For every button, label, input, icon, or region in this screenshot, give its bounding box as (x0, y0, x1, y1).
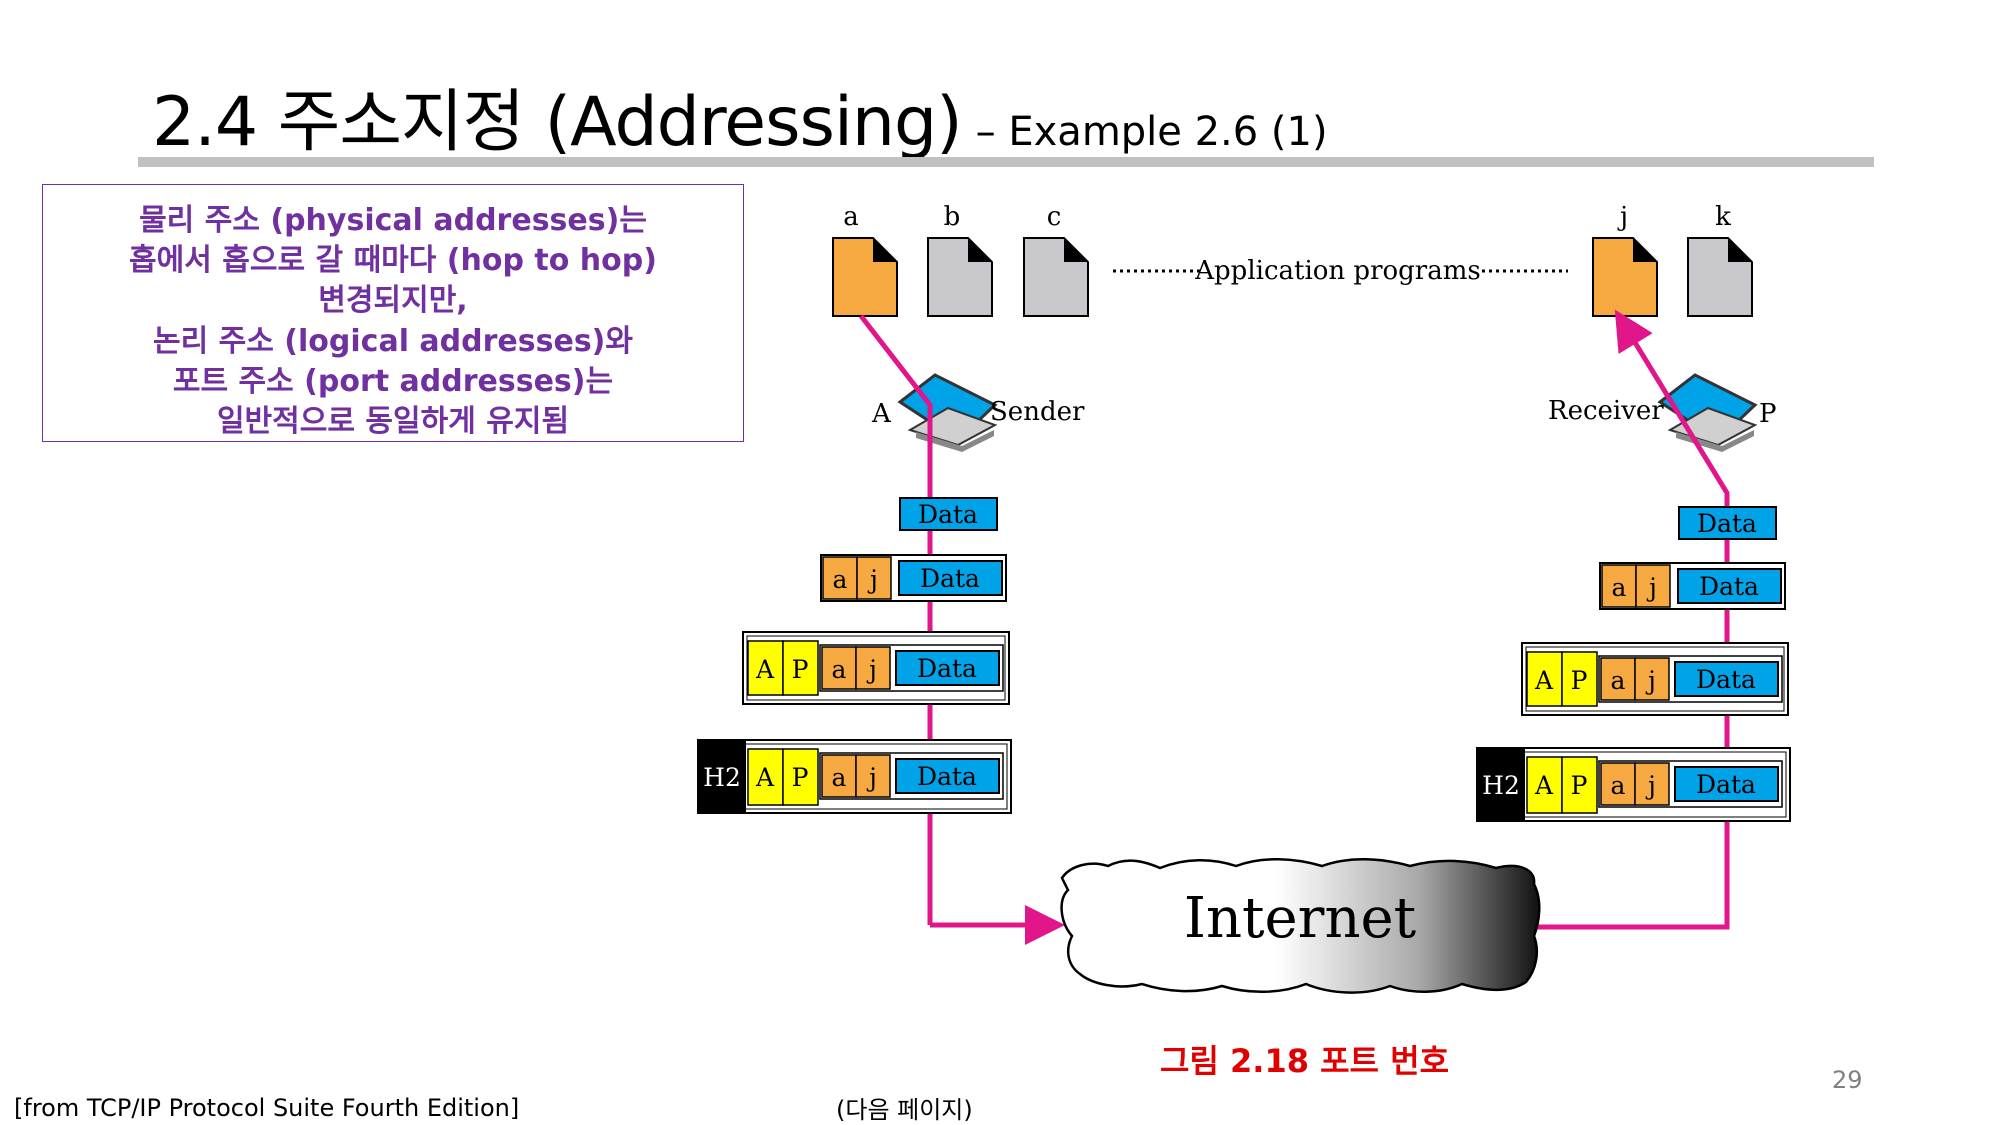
app-program-a-icon (832, 237, 898, 317)
app-program-k-icon (1687, 237, 1753, 317)
src-port-label: a (833, 565, 848, 594)
source-citation: [from TCP/IP Protocol Suite Fourth Editi… (14, 1094, 520, 1122)
sender-datagram: A P a j Data (742, 631, 1010, 705)
data-label: Data (1696, 665, 1756, 694)
title-divider (138, 157, 1874, 167)
title-sub: – Example 2.6 (1) (975, 109, 1328, 155)
note-line: 포트 주소 (port addresses)는 (172, 364, 614, 399)
dst-ip-label: P (1571, 666, 1588, 695)
dst-port-label: j (1645, 666, 1656, 695)
note-line: 논리 주소 (logical addresses)와 (153, 324, 633, 359)
note-line: 변경되지만, (318, 283, 468, 318)
app-program-j-icon (1592, 237, 1658, 317)
data-label: Data (1697, 509, 1757, 538)
src-ip-label: A (1534, 771, 1554, 800)
receiver-segment: a j Data (1599, 562, 1786, 610)
note-box: 물리 주소 (physical addresses)는 홉에서 홉으로 갈 때마… (42, 184, 744, 442)
sender-frame: H2 A P a j Data (697, 739, 1012, 814)
app-program-b-icon (927, 237, 993, 317)
data-label: Data (920, 564, 980, 593)
receiver-datagram: A P a j Data (1521, 642, 1789, 716)
figure-caption: 그림 2.18 포트 번호 (1160, 1042, 1450, 1080)
sender-data-packet: Data (899, 497, 998, 531)
src-port-label: a (1611, 666, 1626, 695)
src-ip-label: A (755, 655, 775, 684)
dst-ip-label: P (1571, 771, 1588, 800)
dst-port-label: j (866, 655, 877, 684)
src-ip-label: A (1534, 666, 1554, 695)
note-line: 홉에서 홉으로 갈 때마다 (hop to hop) (129, 243, 657, 278)
app-label-b: b (944, 202, 961, 232)
dst-port-label: j (1646, 573, 1657, 602)
src-port-label: a (1612, 573, 1627, 602)
dst-port-label: j (1645, 771, 1656, 800)
app-label-c: c (1047, 202, 1062, 232)
sender-role-label: Sender (990, 397, 1085, 427)
data-label: Data (918, 500, 978, 529)
slide-title: 2.4 주소지정 (Addressing) – Example 2.6 (1) (152, 66, 1328, 165)
data-label: Data (1699, 572, 1759, 601)
sender-segment: a j Data (820, 554, 1007, 602)
data-label: Data (1696, 770, 1756, 799)
app-programs-label: Application programs (1194, 256, 1480, 286)
receiver-role-label: Receiver (1548, 396, 1664, 426)
next-page-note: (다음 페이지) (836, 1096, 973, 1124)
dst-ip-label: P (792, 763, 809, 792)
internet-label: Internet (1184, 886, 1417, 951)
receiver-data-packet: Data (1678, 506, 1777, 540)
dst-ip-label: P (792, 655, 809, 684)
app-label-a: a (843, 202, 859, 232)
receiver-frame: H2 A P a j Data (1476, 747, 1791, 822)
dst-port-label: j (866, 763, 877, 792)
app-program-c-icon (1023, 237, 1089, 317)
frame-header-label: H2 (1482, 771, 1520, 800)
app-label-j: j (1617, 202, 1628, 232)
data-label: Data (917, 654, 977, 683)
receiver-host-label: P (1759, 399, 1777, 429)
frame-header-label: H2 (703, 763, 741, 792)
src-port-label: a (1611, 771, 1626, 800)
app-label-k: k (1715, 202, 1731, 232)
page-number: 29 (1832, 1066, 1863, 1094)
title-main: 2.4 주소지정 (Addressing) (152, 83, 963, 162)
src-port-label: a (832, 763, 847, 792)
src-port-label: a (832, 655, 847, 684)
src-ip-label: A (755, 763, 775, 792)
internet-cloud-icon (1060, 858, 1541, 994)
note-line: 일반적으로 동일하게 유지됨 (216, 404, 570, 439)
sender-host-label: A (871, 399, 892, 429)
dst-port-label: j (867, 565, 878, 594)
note-line: 물리 주소 (physical addresses)는 (139, 203, 647, 238)
data-label: Data (917, 762, 977, 791)
receiver-laptop-icon (1657, 373, 1758, 452)
